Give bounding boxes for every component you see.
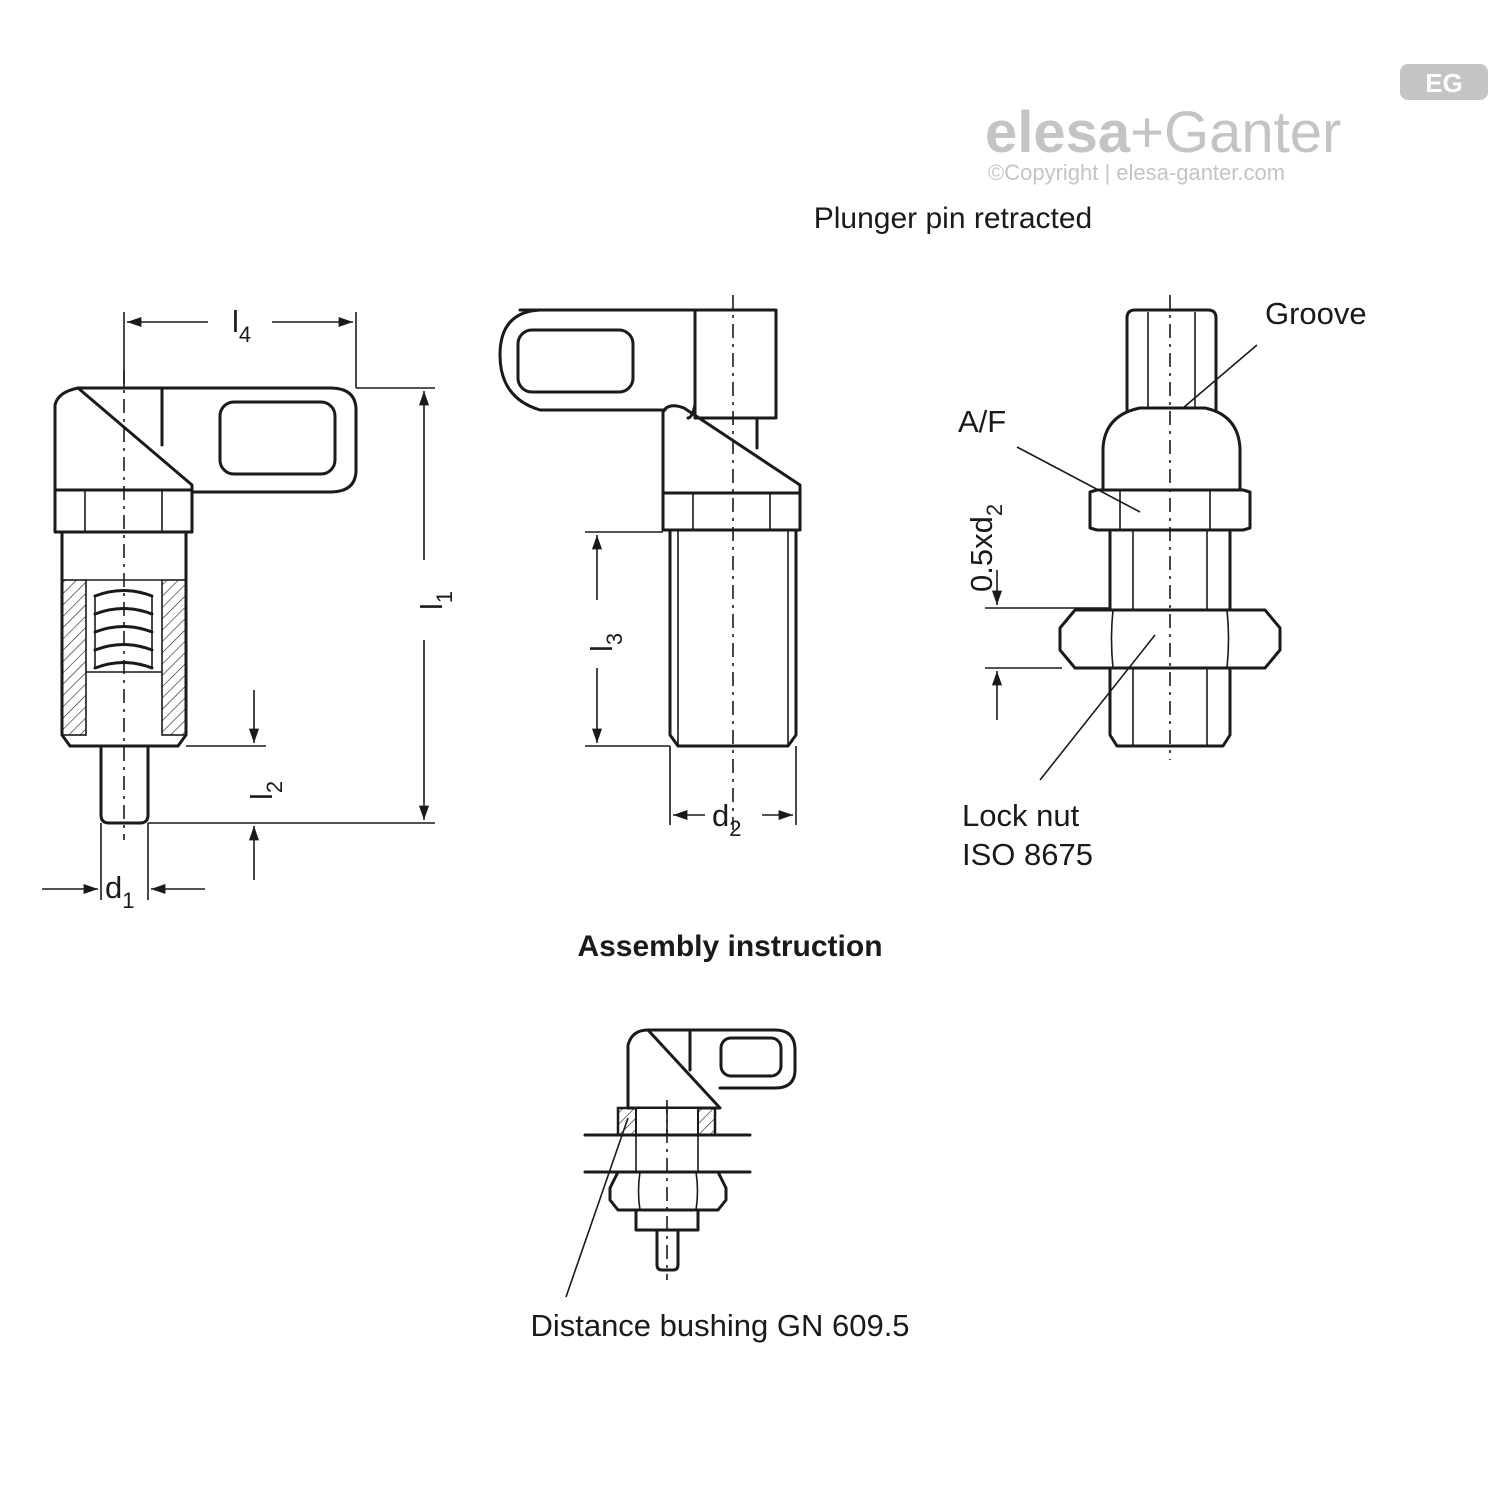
cam-head [53, 386, 194, 492]
hex-collar-3 [1088, 488, 1252, 532]
view-section-extended [53, 370, 358, 840]
top-shaft [1125, 308, 1218, 412]
assembly-pin [655, 1228, 680, 1272]
view-plunger-retracted [498, 295, 802, 830]
dim-l2: l2 [244, 781, 287, 800]
logo-wordmark: elesa+Ganter [985, 100, 1341, 165]
hex-collar-2 [661, 491, 802, 532]
dim-d2: d2 [712, 798, 742, 841]
handle-hole-rotated [516, 328, 635, 394]
label-iso-8675: ISO 8675 [962, 837, 1093, 872]
logo-copyright: ©Copyright | elesa-ganter.com [988, 160, 1285, 185]
view1-dimensions: l4 l1 l2 d1 [42, 304, 457, 913]
dim-l1: l1 [414, 591, 457, 610]
lock-nut [1058, 608, 1282, 670]
dim-l4: l4 [232, 304, 251, 347]
handle-rotated [498, 308, 778, 420]
handle-hole [218, 400, 337, 476]
plunger-pin [99, 744, 150, 825]
heading-assembly: Assembly instruction [577, 930, 882, 963]
dim-half-d2: 0.5xd2 [964, 504, 1007, 592]
threaded-body-2 [668, 528, 798, 748]
dim-l3: l3 [584, 633, 627, 652]
view-assembly: Distance bushing GN 609.5 [530, 1028, 910, 1343]
logo-badge-text: EG [1425, 68, 1463, 98]
view3-annotations: Groove A/F 0.5xd2 Lock nut ISO 8675 [958, 296, 1367, 872]
assembly-handle-hole [719, 1036, 783, 1078]
view2-dimensions: l3 d2 [584, 531, 797, 841]
dim-d1: d1 [105, 870, 135, 913]
cam-head-3 [1101, 406, 1242, 492]
view-lock-nut [1058, 295, 1282, 760]
label-distance-bushing: Distance bushing GN 609.5 [530, 1308, 909, 1343]
logo-badge [1400, 64, 1488, 100]
label-groove: Groove [1265, 296, 1367, 331]
label-af: A/F [958, 404, 1006, 439]
heading-plunger-retracted: Plunger pin retracted [814, 202, 1093, 235]
assembly-nut [608, 1170, 728, 1212]
brand-logo: EG elesa+Ganter ©Copyright | elesa-gante… [985, 64, 1488, 185]
label-lock-nut: Lock nut [962, 798, 1080, 833]
